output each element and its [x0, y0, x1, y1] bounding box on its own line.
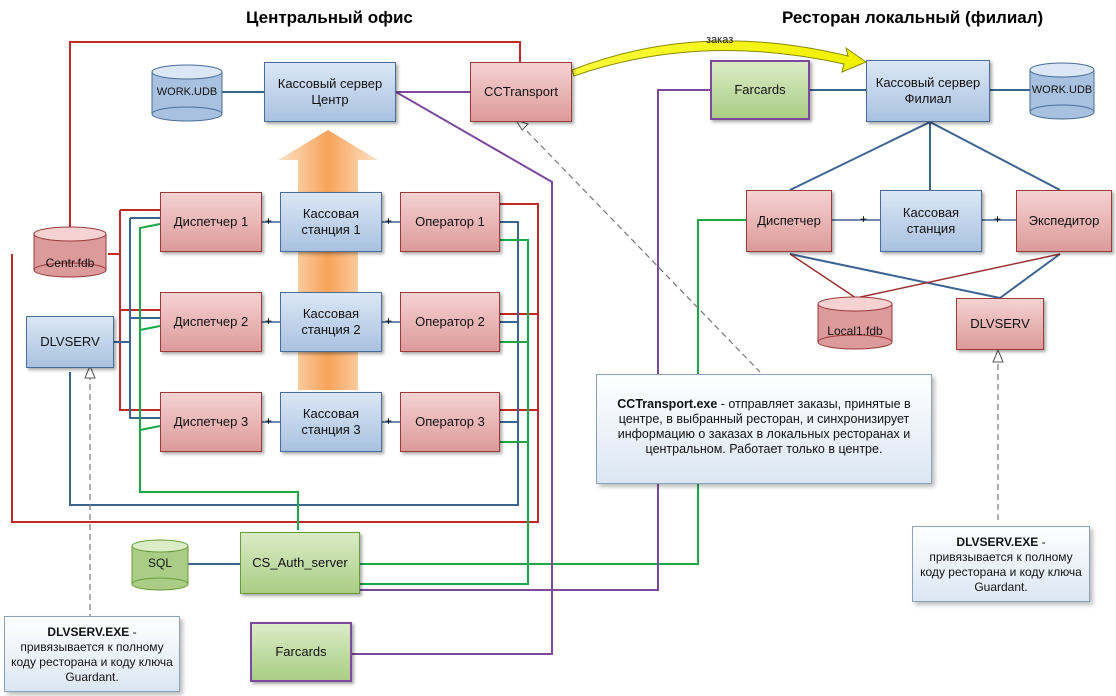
plus-sign: + [265, 314, 273, 328]
cctransport-note-text: - отправляет заказы, принятые в центре, … [617, 397, 911, 456]
branch-red-lines [789, 253, 1061, 299]
central-office-title: Центральный офис [246, 8, 413, 27]
plus-sign: + [265, 214, 273, 228]
dlvserv-right-note-text: - привязывается к полному коду ресторана… [920, 535, 1082, 594]
work-udb-branch-label: WORK.UDB [1031, 84, 1093, 96]
local-fdb-label: Local1.fdb [827, 324, 883, 338]
dlvserv-left-note-text: - привязывается к полному коду ресторана… [11, 625, 173, 684]
plus-sign: + [385, 214, 393, 228]
cctransport-note: CCTransport.exe - отправляет заказы, при… [596, 374, 932, 484]
farcards-central-box: Farcards [250, 622, 352, 682]
work-udb-central-label: WORK.UDB [156, 86, 218, 98]
dlvserv-right-note-title: DLVSERV.EXE [956, 535, 1039, 549]
cash-station-2: Кассовая станция 2 [280, 292, 382, 352]
dlvserv-central-box: DLVSERV [26, 316, 114, 368]
dlvserv-left-note-title: DLVSERV.EXE [47, 625, 130, 639]
expeditor-box: Экспедитор [1016, 190, 1112, 252]
local-fdb-cylinder [817, 296, 893, 350]
work-udb-branch-cylinder [1029, 62, 1095, 120]
branch-dispatcher: Диспетчер [746, 190, 832, 252]
order-arrow-shape [571, 40, 868, 77]
operator-1: Оператор 1 [400, 192, 500, 252]
plus-sign: + [385, 414, 393, 428]
centr-fdb-cylinder [33, 226, 107, 278]
red-lines [11, 41, 539, 523]
sql-label: SQL [147, 556, 172, 570]
cash-station-1: Кассовая станция 1 [280, 192, 382, 252]
cctransport-note-title: CCTransport.exe [617, 397, 718, 411]
sql-cylinder [131, 539, 189, 591]
branch-cash-server: Кассовый сервер Филиал [866, 60, 990, 122]
plus-lines [262, 219, 1016, 423]
cctransport-box: CCTransport [470, 62, 572, 122]
purple-lines [352, 89, 712, 655]
blue-lines [69, 89, 1061, 565]
dlvserv-branch-box: DLVSERV [956, 298, 1044, 350]
callout-pointers [89, 123, 999, 620]
cs-auth-server-box: CS_Auth_server [240, 532, 360, 594]
dispatcher-1: Диспетчер 1 [160, 192, 262, 252]
plus-sign: + [265, 414, 273, 428]
branch-title: Ресторан локальный (филиал) [782, 8, 1044, 27]
dlvserv-left-note: DLVSERV.EXE - привязывается к полному ко… [4, 616, 180, 692]
operator-2: Оператор 2 [400, 292, 500, 352]
plus-sign: + [385, 314, 393, 328]
centr-fdb-label: Centr.fdb [45, 256, 95, 270]
plus-sign: + [994, 212, 1002, 226]
dlvserv-right-note: DLVSERV.EXE - привязывается к полному ко… [912, 526, 1090, 602]
work-udb-central-cylinder [151, 64, 223, 122]
dispatcher-2: Диспетчер 2 [160, 292, 262, 352]
operator-3: Оператор 3 [400, 392, 500, 452]
dispatcher-3: Диспетчер 3 [160, 392, 262, 452]
order-arrow-label: заказ [706, 34, 734, 46]
farcards-branch-box: Farcards [710, 60, 810, 120]
cash-station-3: Кассовая станция 3 [280, 392, 382, 452]
branch-cash-station: Кассовая станция [880, 190, 982, 252]
plus-sign: + [860, 212, 868, 226]
central-cash-server: Кассовый сервер Центр [264, 62, 396, 122]
cylinder-shapes [33, 62, 1095, 591]
callout-arrowheads [84, 119, 1004, 379]
